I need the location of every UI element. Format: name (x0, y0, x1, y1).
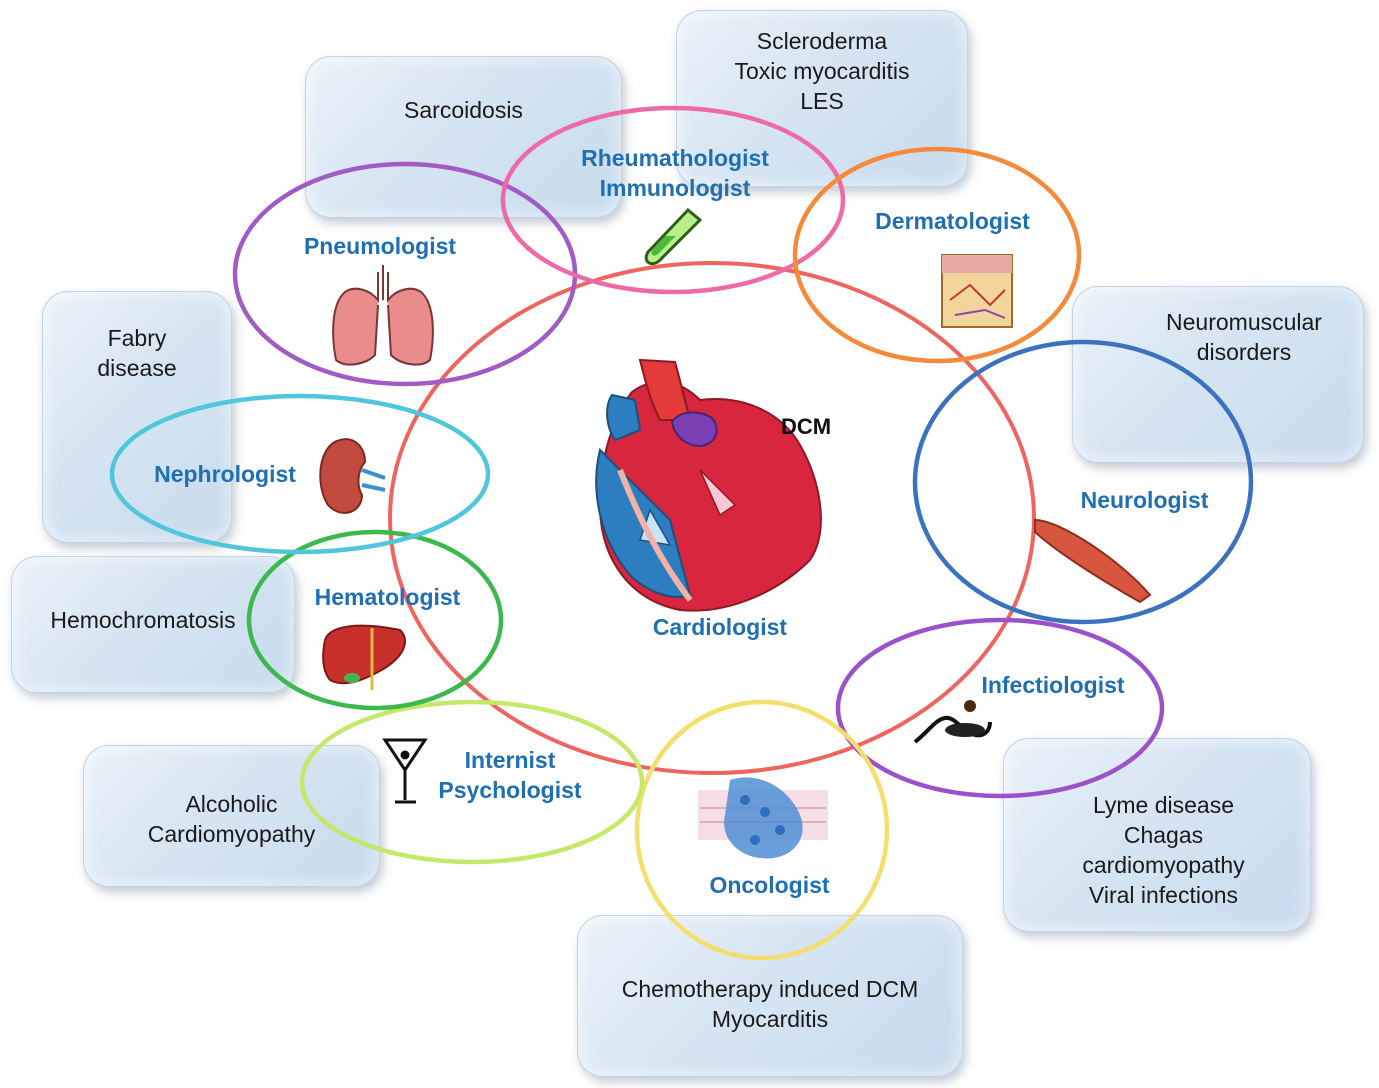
condition-fabry: Fabry disease (97, 325, 177, 381)
kidney-icon (319, 438, 386, 514)
cardiologist-label: Cardiologist (652, 614, 788, 640)
infectiologist-label: Infectiologist (981, 672, 1125, 698)
rheumatologist-ring (500, 105, 846, 295)
oncologist-ring (634, 699, 890, 961)
cardiologist-ring (388, 261, 1036, 775)
internist-label: Internist Psychologist (438, 747, 582, 803)
dcm-label: DCM (781, 414, 832, 439)
neurologist-label: Neurologist (1080, 487, 1209, 513)
martini-glass-icon (382, 738, 428, 804)
condition-box-sarcoidosis: Sarcoidosis (305, 56, 622, 218)
cancer-cells-icon (698, 777, 828, 859)
condition-alcoholic: Alcoholic Cardiomyopathy (147, 791, 316, 847)
condition-scleroderma: Scleroderma Toxic myocarditis LES (734, 28, 910, 114)
oncologist-label: Oncologist (709, 872, 830, 898)
bacteria-tick-icon (913, 700, 992, 744)
liver-icon (322, 624, 406, 690)
condition-hemochromatosis: Hemochromatosis (50, 606, 236, 633)
neurologist-ring (912, 339, 1254, 625)
condition-box-chemotherapy: Chemotherapy induced DCM Myocarditis (577, 915, 963, 1077)
condition-sarcoidosis: Sarcoidosis (404, 97, 523, 123)
internist-ring (299, 699, 645, 865)
dermatologist-ring (792, 146, 1082, 364)
condition-box-neuromuscular: Neuromuscular disorders (1072, 286, 1364, 463)
condition-lyme: Lyme disease Chagas cardiomyopathy Viral… (1082, 792, 1245, 908)
condition-box-lyme: Lyme disease Chagas cardiomyopathy Viral… (1003, 738, 1311, 932)
condition-box-fabry: Fabry disease (42, 291, 232, 543)
condition-box-alcoholic: Alcoholic Cardiomyopathy (83, 745, 380, 887)
condition-box-scleroderma: Scleroderma Toxic myocarditis LES (676, 10, 968, 187)
lungs-icon (332, 265, 434, 366)
infectiologist-ring (835, 617, 1165, 799)
rheumatologist-label: Rheumathologist Immunologist (581, 145, 769, 201)
muscle-icon (1034, 518, 1152, 604)
nephrologist-label: Nephrologist (154, 461, 296, 487)
dermatologist-label: Dermatologist (875, 208, 1030, 234)
pneumologist-label: Pneumologist (303, 233, 457, 259)
condition-chemotherapy: Chemotherapy induced DCM Myocarditis (621, 976, 919, 1032)
nephrologist-ring (109, 393, 491, 555)
heart-icon (595, 358, 822, 612)
hematologist-label: Hematologist (314, 584, 461, 610)
hematologist-ring (246, 529, 504, 711)
condition-neuromuscular: Neuromuscular disorders (1166, 309, 1322, 365)
test-tube-icon (644, 207, 703, 266)
skin-layers-icon (941, 254, 1013, 328)
